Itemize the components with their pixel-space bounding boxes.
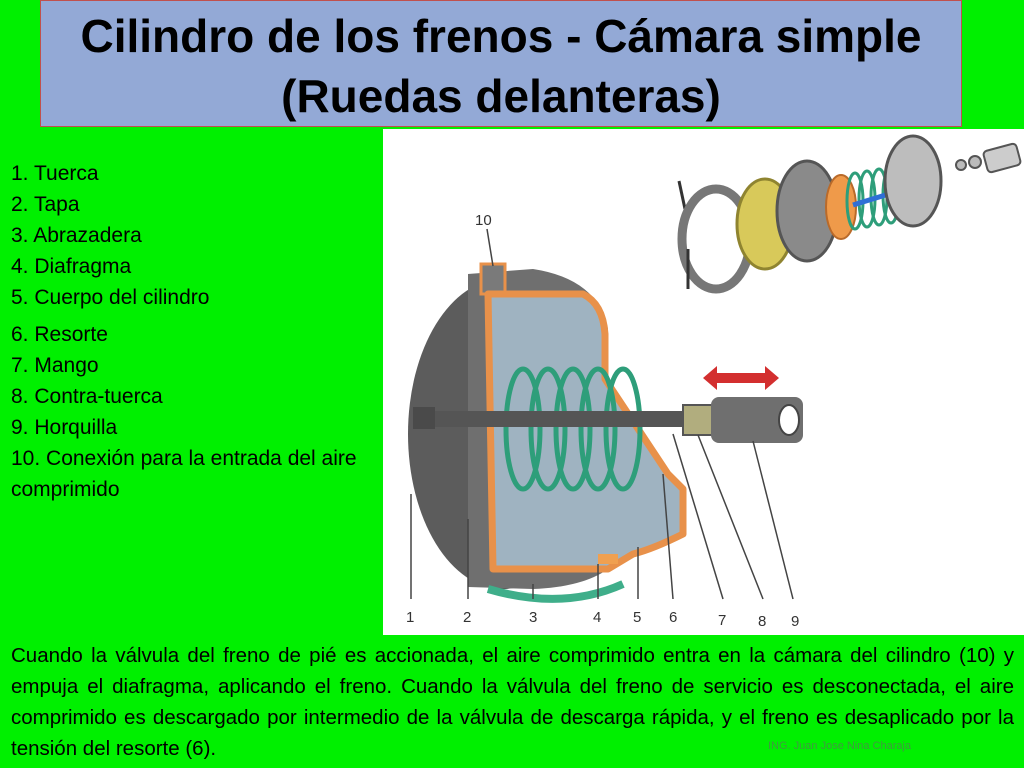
exploded-plate: [825, 174, 857, 240]
callout-4: 4: [593, 609, 601, 626]
exploded-view: [677, 134, 1022, 294]
brake-chamber-figure: 1 2 3 4 5 6 7 8 9 10: [383, 129, 1024, 635]
exploded-counter-nut: [968, 155, 982, 169]
part-item-7: 7. Mango: [11, 354, 99, 377]
diaphragm-clamp-lip: [598, 554, 618, 564]
part-item-9: 9. Horquilla: [11, 416, 118, 439]
counter-nut: [682, 404, 714, 436]
callout-7: 7: [718, 612, 726, 629]
callout-6: 6: [669, 609, 677, 626]
callout-10: 10: [475, 212, 492, 229]
pressure-chamber: [484, 290, 687, 573]
callout-3: 3: [529, 609, 537, 626]
exploded-body: [883, 134, 943, 228]
callout-8: 8: [758, 613, 766, 630]
title-banner: Cilindro de los frenos - Cámara simple (…: [40, 0, 962, 127]
double-arrow-icon: [703, 366, 779, 390]
callout-1: 1: [406, 609, 414, 626]
part-item-5: 5. Cuerpo del cilindro: [11, 286, 210, 309]
callout-labels: 1 2 3 4 5 6 7 8 9 10: [406, 212, 799, 630]
return-spring: [503, 366, 643, 492]
exploded-nut: [955, 159, 967, 171]
part-item-4: 4. Diafragma: [11, 255, 132, 278]
title-line-2: (Ruedas delanteras): [281, 70, 721, 122]
bolt-top: [677, 180, 687, 210]
callout-5: 5: [633, 609, 641, 626]
title-line-1: Cilindro de los frenos - Cámara simple: [80, 10, 922, 62]
author-watermark: ING. Juan Jose Nina Charaja: [768, 740, 912, 752]
part-item-6: 6. Resorte: [11, 323, 108, 346]
parts-list: 1. Tuerca 2. Tapa 3. Abrazadera 4. Diafr…: [11, 158, 373, 505]
rod-nut: [413, 407, 435, 429]
part-item-8: 8. Contra-tuerca: [11, 385, 163, 408]
air-inlet-port: [479, 262, 507, 296]
push-rod: [428, 411, 693, 427]
part-item-3: 3. Abrazadera: [11, 224, 142, 247]
clamp-band: [486, 580, 625, 603]
callout-9: 9: [791, 613, 799, 630]
part-item-2: 2. Tapa: [11, 193, 80, 216]
clevis-hole: [778, 404, 800, 436]
description-paragraph: Cuando la válvula del freno de pié es ac…: [11, 644, 1014, 760]
part-item-10: 10. Conexión para la entrada del aire co…: [11, 447, 357, 501]
exploded-fork: [982, 142, 1022, 174]
callout-2: 2: [463, 609, 471, 626]
leader-lines: [410, 228, 794, 600]
part-item-1: 1. Tuerca: [11, 162, 99, 185]
brake-chamber-diagram: 1 2 3 4 5 6 7 8 9 10: [406, 134, 1022, 630]
clevis-fork: [711, 397, 803, 443]
